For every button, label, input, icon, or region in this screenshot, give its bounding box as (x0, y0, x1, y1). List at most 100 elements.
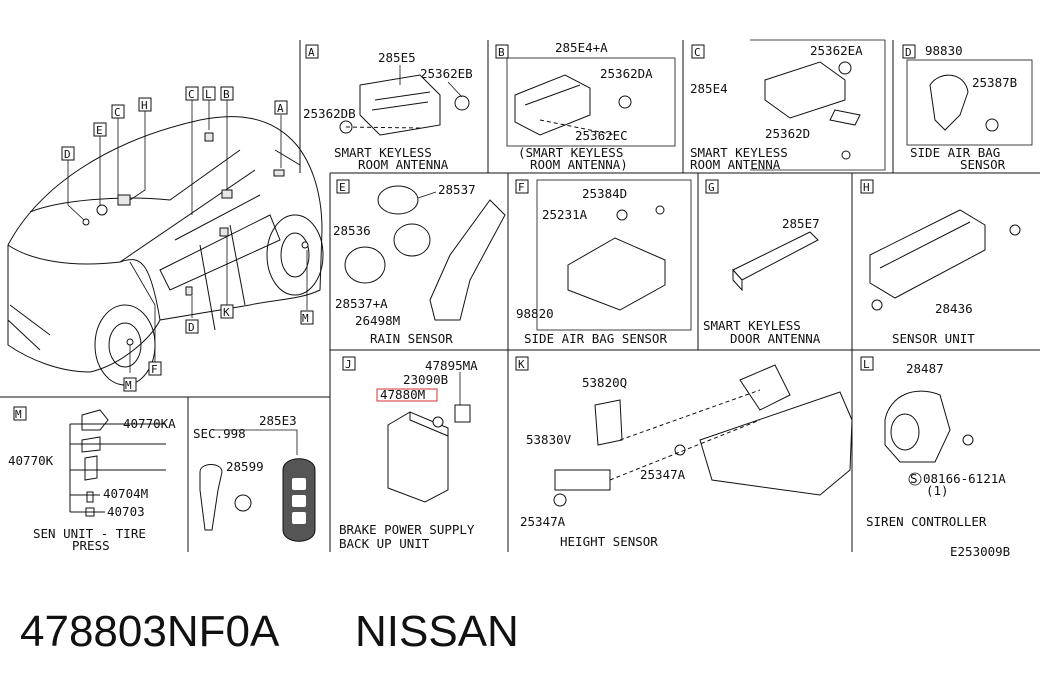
panel-f-letter: F (518, 181, 525, 194)
panel-j: J 47895MA 23090B 47880M BRAKE POWER SUPP… (339, 356, 478, 551)
part-26498m: 26498M (355, 313, 400, 328)
panel-f: F 25384D 25231A 98820 SIDE AIR BAG SENSO… (515, 179, 692, 346)
panel-h: H 28436 SENSOR UNIT (860, 179, 1021, 346)
part-28536: 28536 (333, 223, 371, 238)
part-40703: 40703 (107, 504, 145, 519)
panel-a-caption-line2: ROOM ANTENNA (358, 157, 449, 172)
brand-name: NISSAN (355, 607, 519, 656)
part-285e4-a: 285E4+A (555, 40, 608, 55)
panel-grid (0, 40, 1040, 552)
part-47895ma: 47895MA (425, 358, 478, 373)
panel-e-letter: E (339, 181, 346, 194)
part-53820q: 53820Q (582, 375, 627, 390)
panel-a: A 285E5 25362EB 25362DB SMART KEYLESS RO… (303, 44, 473, 172)
panel-d-caption-line1: SIDE AIR BAG (910, 145, 1000, 160)
vehicle-callout-c: C (188, 88, 195, 101)
panel-j-letter: J (345, 358, 352, 371)
panel-f-caption: SIDE AIR BAG SENSOR (524, 331, 667, 346)
vehicle-callout-h: H (141, 99, 148, 112)
panel-k-letter: K (518, 358, 525, 371)
part-40770k: 40770K (8, 453, 54, 468)
panel-g-caption-line1: SMART KEYLESS (703, 318, 801, 333)
part-28487: 28487 (906, 361, 944, 376)
panel-a-caption-line1: SMART KEYLESS (334, 145, 432, 160)
part-25362db: 25362DB (303, 106, 356, 121)
panel-l: L 28487 S 08166-6121A (1) SIREN CONTROLL… (860, 356, 1006, 529)
part-28537: 28537 (438, 182, 476, 197)
part-47880m: 47880M (380, 387, 425, 402)
part-285e5: 285E5 (378, 50, 416, 65)
panel-c-caption-line2: ROOM ANTENNA (690, 157, 781, 172)
panel-b: B 285E4+A 25362DA 25362EC (SMART KEYLESS… (495, 40, 676, 172)
vehicle-callout-b: B (223, 88, 230, 101)
part-285e7: 285E7 (782, 216, 820, 231)
part-25231a: 25231A (542, 207, 588, 222)
panel-h-letter: H (863, 181, 870, 194)
vehicle-callout-m2: M (125, 379, 132, 392)
part-25384d: 25384D (582, 186, 627, 201)
panel-g-caption-line2: DOOR ANTENNA (730, 331, 821, 346)
panel-h-caption: SENSOR UNIT (892, 331, 975, 346)
part-98820: 98820 (516, 306, 554, 321)
part-285e4: 285E4 (690, 81, 728, 96)
vehicle-callout-d: D (64, 148, 71, 161)
part-25362da: 25362DA (600, 66, 653, 81)
vehicle-overview: C L B A E C H D D K M F M (7, 86, 324, 392)
panel-l-letter: L (863, 358, 870, 371)
vehicle-callout-m: M (302, 312, 309, 325)
panel-j-caption-line1: BRAKE POWER SUPPLY (339, 522, 475, 537)
panel-m: M 40770KA 40770K 40704M 40703 SEN UNIT -… (8, 406, 176, 553)
panel-c-caption-line1: SMART KEYLESS (690, 145, 788, 160)
vehicle-callout-f: F (151, 363, 158, 376)
part-47880m-highlight (376, 388, 438, 402)
panel-g-letter: G (708, 181, 715, 194)
panel-b-caption-line2: ROOM ANTENNA) (530, 157, 628, 172)
panel-key: 285E3 SEC.998 28599 (193, 413, 316, 542)
panel-c: C 25362EA 285E4 25362D SMART KEYLESS ROO… (690, 39, 886, 172)
part-98830: 98830 (925, 43, 963, 58)
part-08166-6121a: 08166-6121A (923, 471, 1006, 486)
part-25362d: 25362D (765, 126, 810, 141)
part-23090b: 23090B (403, 372, 448, 387)
vehicle-callout-e: E (96, 124, 103, 137)
panel-m-caption-line2: PRESS (72, 538, 110, 553)
panel-d: D 98830 25387B SIDE AIR BAG SENSOR (902, 43, 1033, 172)
part-28599: 28599 (226, 459, 264, 474)
part-s-symbol: S (910, 471, 918, 486)
diagram-code: E253009B (950, 544, 1010, 559)
part-285e3: 285E3 (259, 413, 297, 428)
vehicle-callout-d2: D (188, 321, 195, 334)
panel-l-caption: SIREN CONTROLLER (866, 514, 987, 529)
part-25362eb: 25362EB (420, 66, 473, 81)
panel-d-caption-line2: SENSOR (960, 157, 1006, 172)
part-25362ec: 25362EC (575, 128, 628, 143)
part-25362ea: 25362EA (810, 43, 863, 58)
panel-c-letter: C (694, 46, 701, 59)
part-25347a-lower: 25347A (520, 514, 566, 529)
vehicle-callout-l: L (205, 88, 212, 101)
panel-k-caption: HEIGHT SENSOR (560, 534, 658, 549)
part-28537-a: 28537+A (335, 296, 388, 311)
vehicle-callout-c2: C (114, 106, 121, 119)
panel-m-letter: M (15, 408, 22, 421)
panel-a-letter: A (308, 46, 315, 59)
panel-g: G 285E7 SMART KEYLESS DOOR ANTENNA (703, 179, 821, 346)
panel-e-caption: RAIN SENSOR (370, 331, 453, 346)
panel-m-caption-line1: SEN UNIT - TIRE (33, 526, 146, 541)
part-53830v: 53830V (526, 432, 572, 447)
vehicle-callout-a: A (277, 102, 284, 115)
part-number: 478803NF0A (20, 607, 280, 656)
panel-j-caption-line2: BACK UP UNIT (339, 536, 430, 551)
part-28436: 28436 (935, 301, 973, 316)
panel-d-letter: D (905, 46, 912, 59)
part-40704m: 40704M (103, 486, 148, 501)
part-25387b: 25387B (972, 75, 1017, 90)
panel-k: K 53820Q 53830V 25347A 25347A HEIGHT SEN… (515, 356, 853, 549)
vehicle-callout-k: K (223, 306, 230, 319)
part-sec-998: SEC.998 (193, 426, 246, 441)
part-qty-1: (1) (926, 483, 949, 498)
panel-b-caption-line1: (SMART KEYLESS (518, 145, 623, 160)
panel-e: E 28537 28536 28537+A 26498M RAIN SENSOR (333, 179, 506, 346)
panel-b-letter: B (498, 46, 505, 59)
